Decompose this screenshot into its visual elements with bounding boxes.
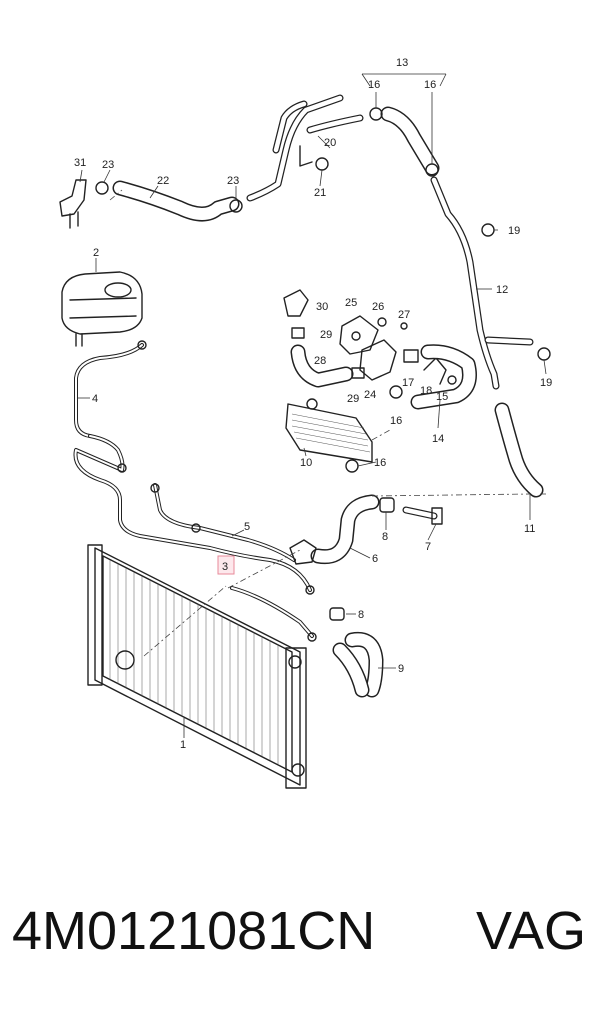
- clip-29-a: [291, 327, 305, 339]
- label-20: 20: [324, 137, 336, 149]
- label-12: 12: [496, 284, 508, 296]
- label-11: 11: [524, 523, 535, 535]
- bolt-15: [447, 375, 457, 385]
- coolant-hose-13: [380, 106, 440, 176]
- label-29-b: 29: [347, 393, 359, 405]
- label-30: 30: [316, 301, 328, 313]
- coolant-hose-9: [332, 631, 384, 698]
- label-8-b: 8: [358, 609, 364, 621]
- label-31: 31: [74, 157, 86, 169]
- label-28: 28: [314, 355, 326, 367]
- brand-name: VAG: [475, 901, 586, 961]
- nut-19-b: [537, 347, 551, 361]
- bolt-27: [400, 322, 408, 330]
- connector-7: [402, 506, 443, 525]
- clamp-8-a: [379, 497, 395, 513]
- label-23-a: 23: [102, 159, 114, 171]
- label-16-c: 16: [390, 415, 402, 427]
- label-5: 5: [244, 521, 250, 533]
- nut-21: [315, 157, 329, 171]
- label-26: 26: [372, 301, 384, 313]
- bolt-26: [377, 317, 387, 327]
- coolant-hose-28: [290, 344, 354, 388]
- label-27: 27: [398, 309, 410, 321]
- clamp-16-d: [345, 459, 359, 473]
- clamp-16-a: [369, 107, 383, 121]
- label-13: 13: [396, 57, 408, 69]
- label-15: 15: [436, 391, 448, 403]
- label-7: 7: [425, 541, 431, 553]
- connector-30: [283, 289, 309, 317]
- coolant-pipe-12: [430, 176, 534, 390]
- coolant-hose-22: [112, 180, 240, 222]
- clip-17: [403, 349, 419, 363]
- label-19-b: 19: [540, 377, 552, 389]
- label-16-d: 16: [374, 457, 386, 469]
- thermostat-housing-24: [359, 339, 397, 381]
- coolant-tube-5: [73, 434, 317, 642]
- dash-dot-lines: [109, 189, 548, 657]
- callout-labels: 1 2 3 4 5 6 7 8 8 9 10 11 12 13 14 15 16…: [74, 57, 552, 751]
- flange-25: [339, 315, 379, 355]
- label-24: 24: [364, 389, 376, 401]
- label-16-b: 16: [424, 79, 436, 91]
- coolant-pipe-20: [246, 94, 364, 202]
- label-4: 4: [92, 393, 98, 405]
- label-23-b: 23: [227, 175, 239, 187]
- clamp-23-left: [95, 181, 109, 195]
- part-number: 4M0121081CN: [12, 901, 376, 961]
- connector-31: [59, 179, 87, 229]
- label-17: 17: [402, 377, 414, 389]
- nut-19-a: [481, 223, 495, 237]
- label-29-a: 29: [320, 329, 332, 341]
- label-18: 18: [420, 385, 432, 397]
- leader-lines: [78, 73, 547, 738]
- label-8-a: 8: [382, 531, 388, 543]
- footer: 4M0121081CN VAG: [0, 900, 600, 990]
- label-10: 10: [300, 457, 312, 469]
- radiator: [87, 544, 307, 789]
- cooling-system-exploded-diagram: 1 2 3 4 5 6 7 8 8 9 10 11 12 13 14 15 16…: [59, 57, 552, 789]
- coolant-hose-11: [494, 402, 544, 498]
- clamp-8-b: [329, 607, 345, 621]
- label-6: 6: [372, 553, 378, 565]
- coolant-tube-4: [74, 340, 147, 438]
- label-1: 1: [180, 739, 186, 751]
- part-3-highlight: [217, 555, 235, 575]
- oil-cooler-10: [285, 398, 373, 463]
- coolant-hose-14: [410, 344, 477, 410]
- bracket-18: [423, 357, 447, 385]
- label-16-a: 16: [368, 79, 380, 91]
- label-19-a: 19: [508, 225, 520, 237]
- clamp-16-c: [389, 385, 403, 399]
- label-14: 14: [432, 433, 444, 445]
- coolant-hose-6: [289, 494, 380, 565]
- label-25: 25: [345, 297, 357, 309]
- label-3: 3: [222, 561, 228, 573]
- coolant-expansion-tank: [61, 271, 143, 347]
- clip-29-b: [351, 367, 365, 379]
- label-21: 21: [314, 187, 326, 199]
- label-2: 2: [93, 247, 99, 259]
- label-9: 9: [398, 663, 404, 675]
- label-22: 22: [157, 175, 169, 187]
